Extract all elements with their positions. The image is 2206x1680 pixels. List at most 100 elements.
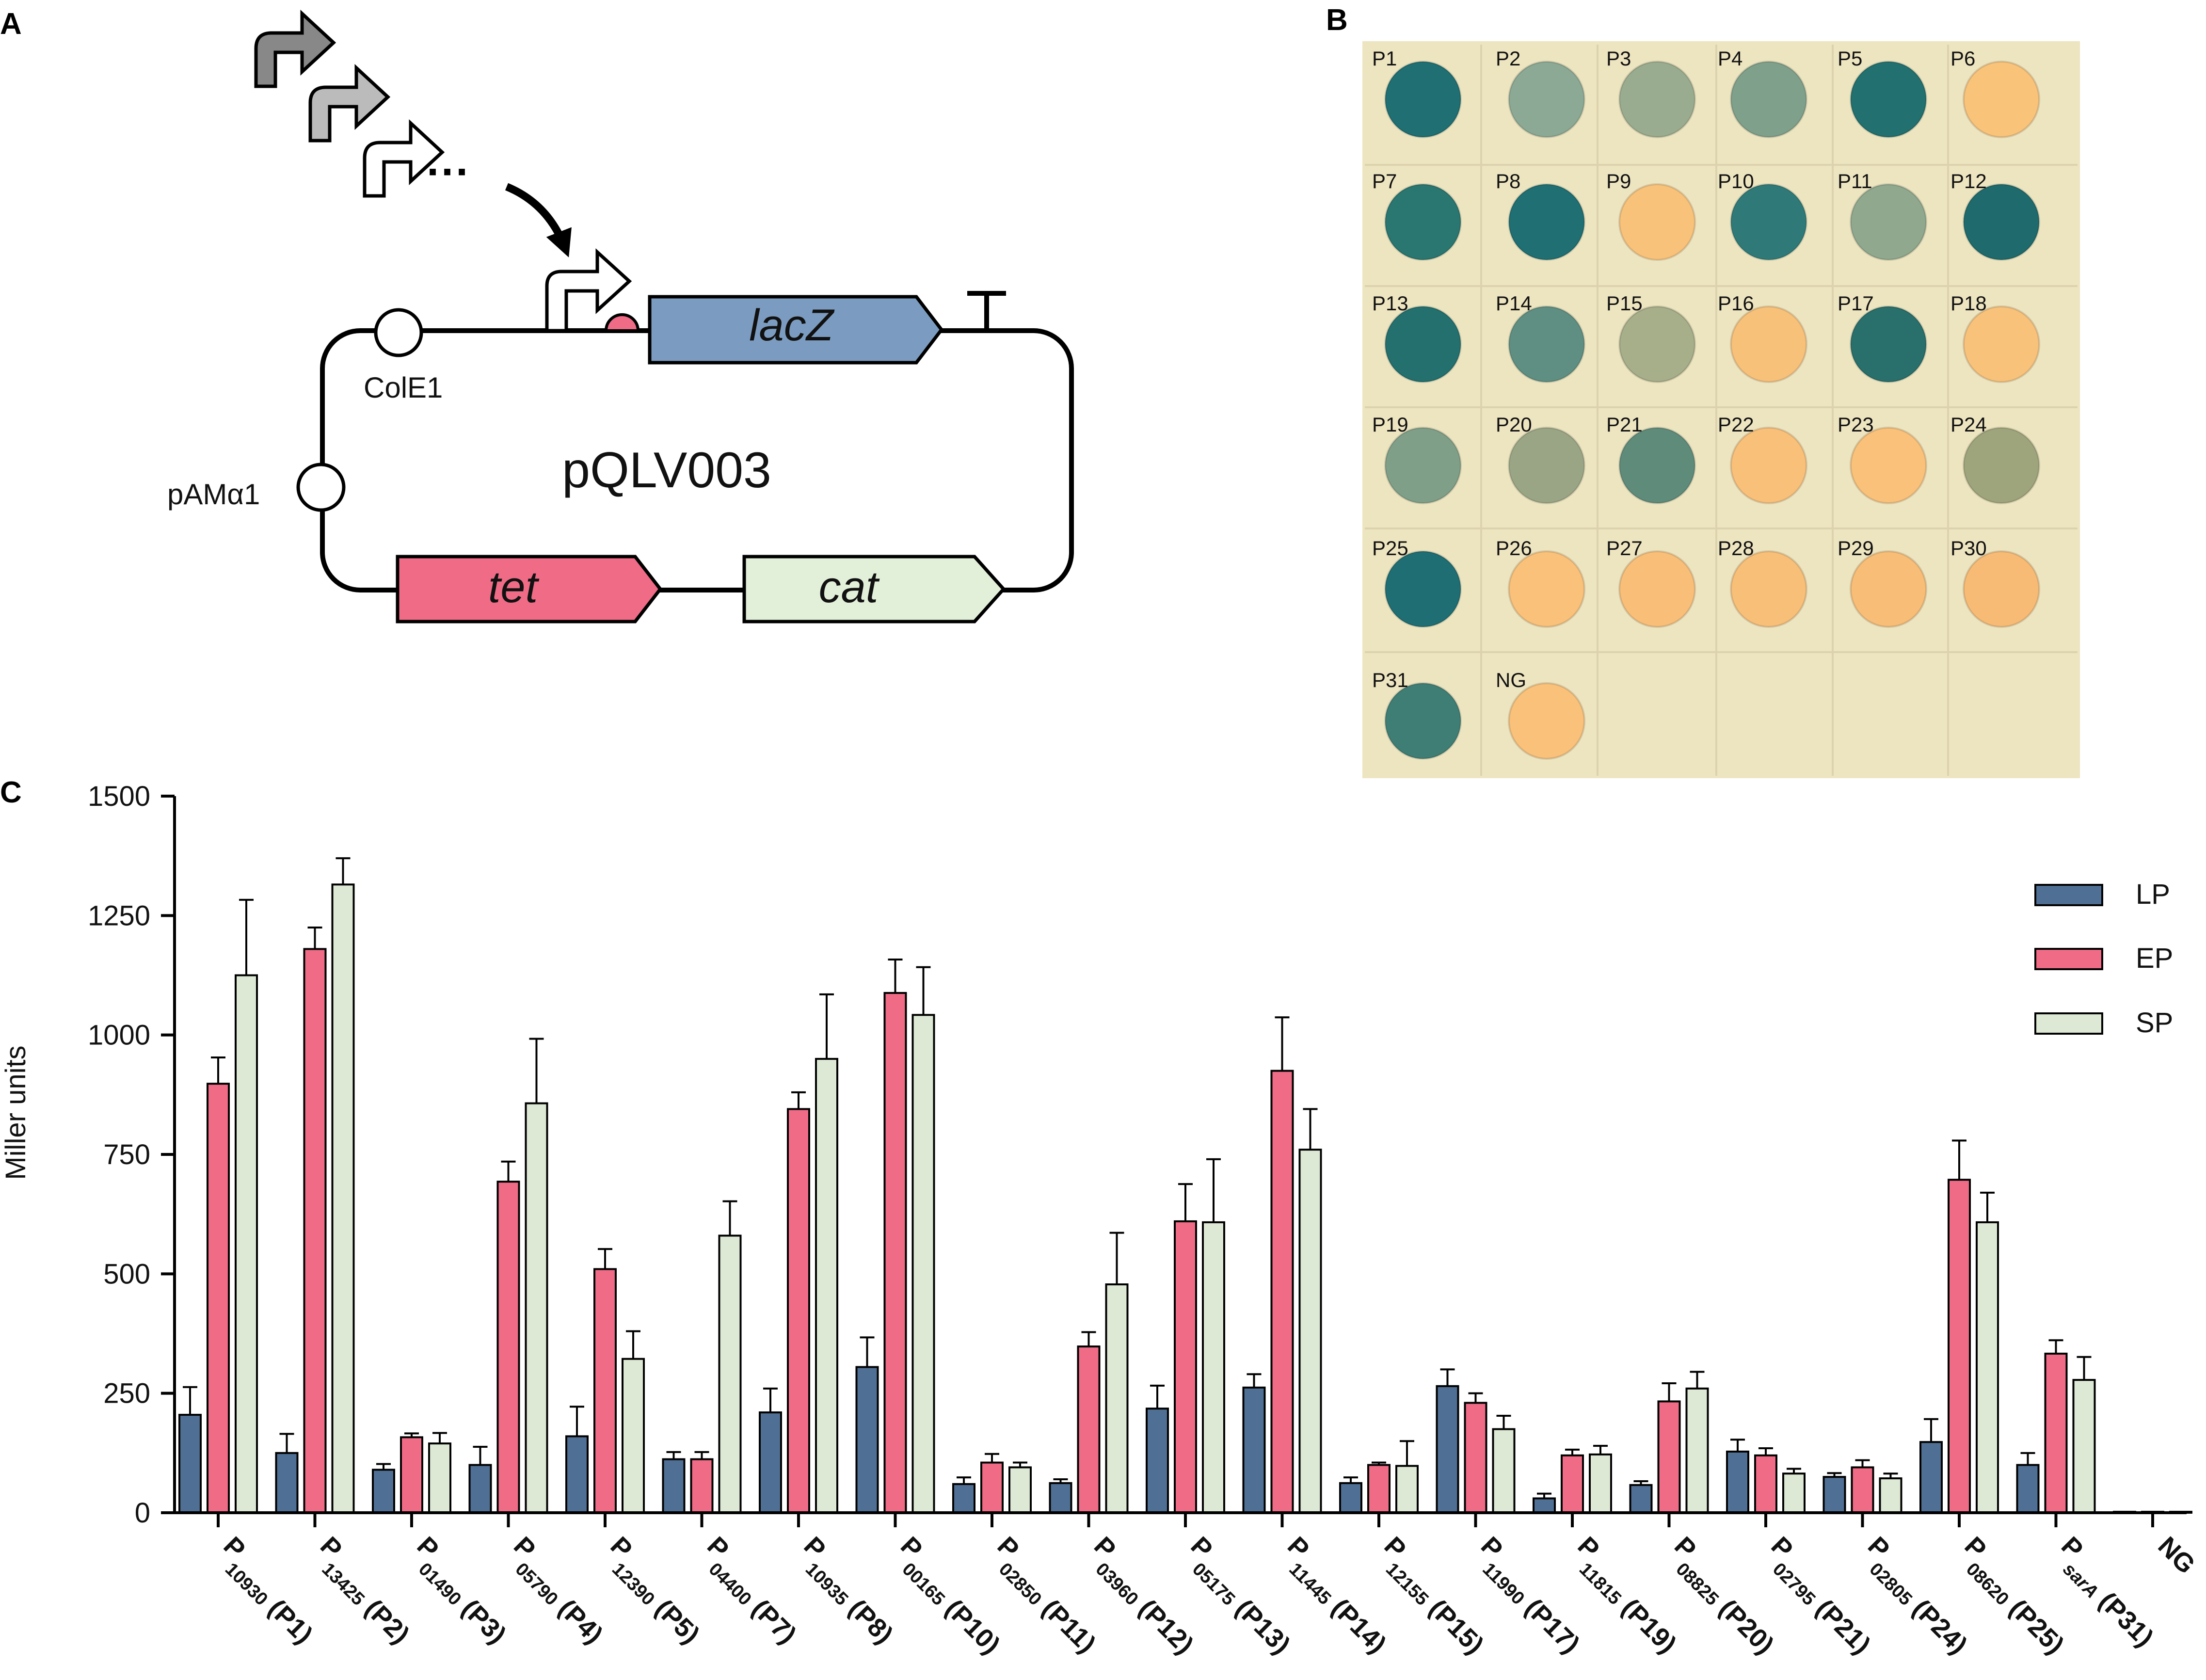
legend-swatch-lp [2034, 884, 2103, 906]
panel-c: C Miller units 0250500750100012501500P10… [0, 776, 2201, 1660]
x-category-prefix: P [2056, 1531, 2089, 1564]
bar-lp [1726, 1450, 1749, 1514]
colony-p17 [1850, 305, 1927, 383]
promoter-insert-icon [545, 248, 632, 333]
bar-ep [1851, 1466, 1874, 1514]
bar-sp [815, 1057, 838, 1514]
x-category-prefix: P [315, 1531, 348, 1564]
colony-label: P30 [1950, 537, 1987, 560]
x-category-suffix: (P17) [1514, 1588, 1585, 1659]
x-category-prefix: P [799, 1531, 831, 1564]
x-category-sub: 00165 [898, 1559, 948, 1609]
colony-label: P31 [1372, 669, 1408, 691]
bar-sp [1879, 1477, 1902, 1514]
x-category-suffix: (P31) [2088, 1582, 2159, 1652]
bar-sp [1008, 1466, 1032, 1514]
colony-p18 [1963, 305, 2040, 383]
x-category-suffix: (P20) [1709, 1589, 1779, 1660]
colony-label: P11 [1838, 170, 1872, 192]
bar-lp [2016, 1464, 2040, 1514]
colony-label: P9 [1606, 170, 1631, 192]
x-category-suffix: (P12) [1128, 1589, 1199, 1660]
bar-lp [759, 1411, 782, 1514]
x-category-sub: 04400 [704, 1559, 755, 1609]
bar-sp [428, 1442, 451, 1514]
colony-p14 [1508, 305, 1585, 383]
x-category-sub: 01490 [415, 1559, 465, 1609]
colony-label: P6 [1950, 47, 1975, 70]
colony-label: P24 [1950, 413, 1987, 436]
bar-sp [1298, 1149, 1322, 1514]
x-category-suffix: (P25) [1998, 1589, 2069, 1660]
bar-ep [1077, 1345, 1101, 1514]
gene-cat-label: cat [819, 562, 880, 612]
legend-label-ep: EP [2136, 943, 2173, 974]
bar-ep [2044, 1352, 2068, 1514]
colony-p1 [1384, 61, 1462, 138]
bar-sp [1202, 1221, 1225, 1514]
bar-lp [662, 1458, 686, 1514]
bar-lp [855, 1366, 879, 1514]
bar-lp [372, 1469, 395, 1514]
gene-tet [396, 555, 663, 624]
y-axis-label: Miller units [0, 1045, 32, 1180]
bar-sp [1105, 1283, 1129, 1514]
colony-label: P13 [1372, 292, 1408, 315]
bar-lp [1629, 1484, 1653, 1514]
y-tick-label: 250 [103, 1378, 150, 1409]
colony-label: P16 [1718, 292, 1754, 315]
x-category-prefix: P [1959, 1531, 1992, 1564]
gene-lacz [648, 295, 944, 365]
x-category-sub: 12155 [1382, 1559, 1432, 1609]
x-category-prefix: P [508, 1531, 541, 1564]
colony-p11 [1850, 183, 1927, 261]
bar-lp [1919, 1441, 1943, 1514]
x-category-prefix: P [1862, 1531, 1895, 1564]
colony-p6 [1963, 61, 2040, 138]
y-tick-label: 750 [103, 1139, 150, 1170]
x-category-prefix: P [1282, 1531, 1315, 1564]
colony-p29 [1850, 550, 1927, 628]
bar-sp [718, 1234, 742, 1514]
agar-plate [1362, 41, 2080, 778]
bar-lp [1822, 1476, 1846, 1514]
legend-swatch-ep [2034, 948, 2103, 970]
x-category-prefix: P [1669, 1531, 1702, 1564]
bar-ep [1657, 1400, 1681, 1514]
bar-lp [565, 1435, 589, 1514]
legend: LP EP SP [2034, 879, 2173, 1039]
colony-p7 [1384, 183, 1462, 261]
x-category-suffix: (P11) [1031, 1589, 1101, 1659]
bar-ep [787, 1108, 810, 1514]
colony-label: P5 [1838, 47, 1862, 70]
colony-label: P1 [1372, 47, 1397, 70]
colony-p5 [1850, 61, 1927, 138]
bar-sp [331, 883, 355, 1514]
bar-lp [468, 1464, 492, 1514]
bar-lp [1436, 1385, 1459, 1514]
bar-ep [207, 1083, 230, 1514]
x-category-suffix: (P19) [1611, 1588, 1682, 1659]
colony-p3 [1618, 61, 1696, 138]
colony-label: P27 [1606, 537, 1643, 560]
colony-p8 [1508, 183, 1585, 261]
colony-p19 [1384, 427, 1462, 504]
promoter-arrow-3-icon [363, 119, 445, 198]
x-category-label: P05790 (P4) [499, 1531, 617, 1649]
x-category-suffix: (P21) [1805, 1589, 1876, 1660]
x-category-text: NG [2153, 1531, 2201, 1580]
colony-p4 [1730, 61, 1807, 138]
insertion-arrow [505, 183, 572, 257]
panel-label-c: C [0, 776, 22, 809]
x-category-label: P12390 (P5) [595, 1531, 714, 1649]
x-category-suffix: (P13) [1225, 1589, 1295, 1660]
promoter-arrow-1-icon [254, 10, 336, 88]
bar-ep [1561, 1454, 1584, 1514]
pamalpha1-origin-icon [296, 463, 346, 512]
bar-ep [1948, 1179, 1971, 1514]
bar-sp [1782, 1472, 1806, 1514]
colony-p24 [1963, 427, 2040, 504]
colony-p31 [1384, 682, 1462, 760]
